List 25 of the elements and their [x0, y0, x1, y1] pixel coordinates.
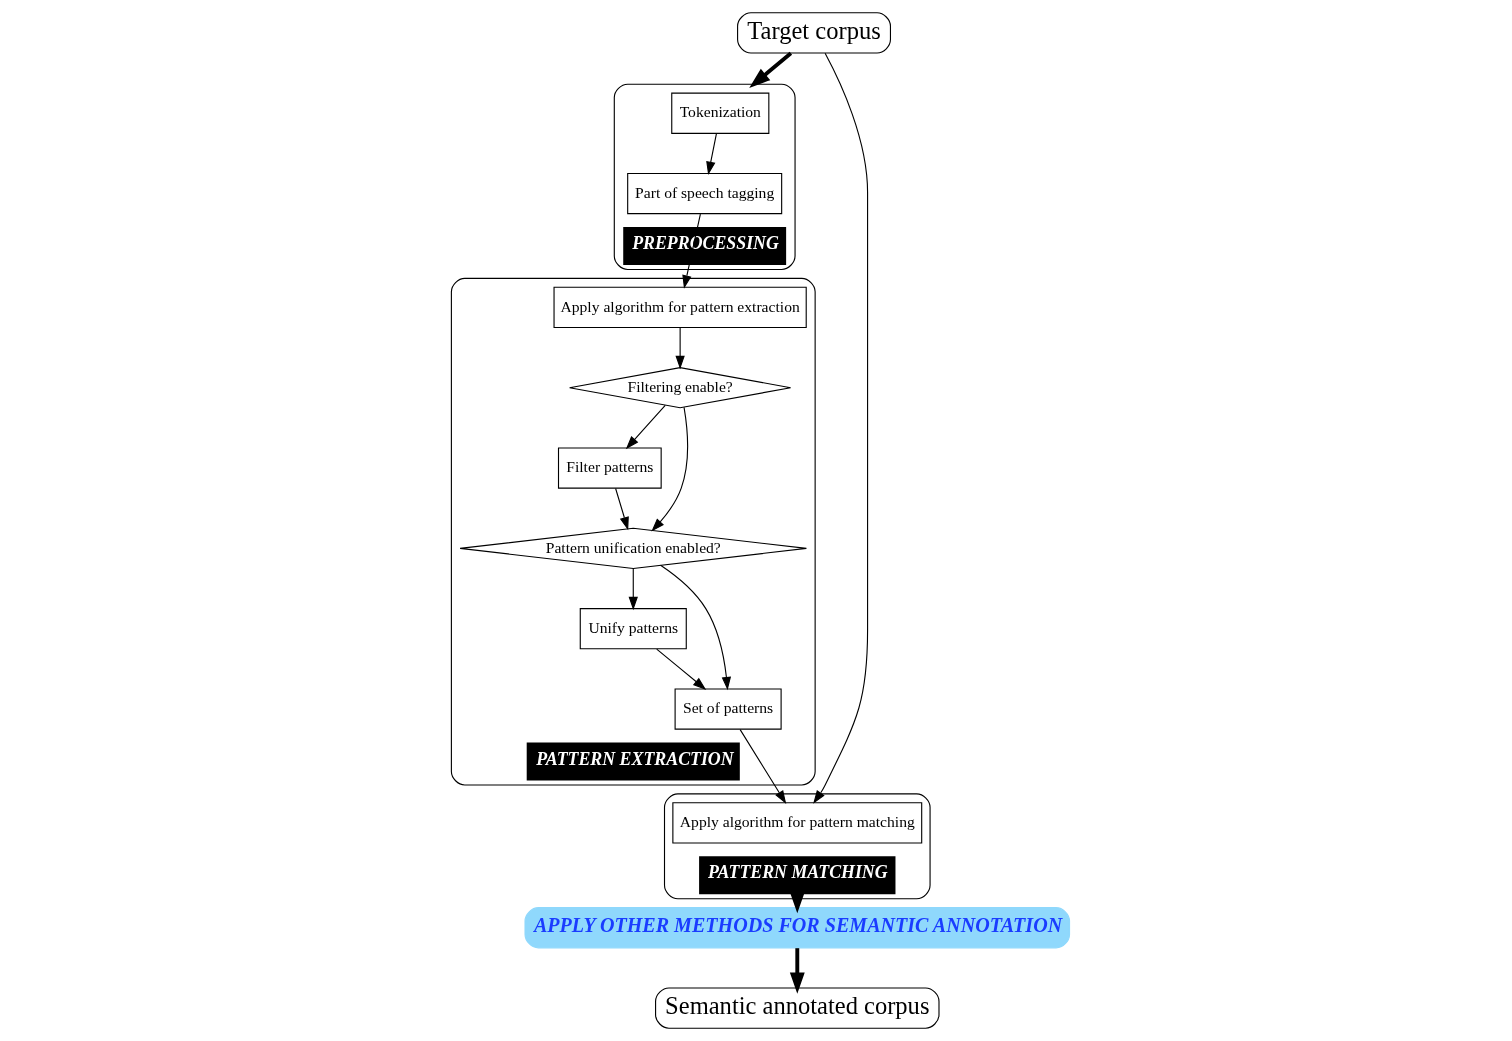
arrow [675, 327, 685, 370]
node-diamond: Pattern unification enabled? [459, 527, 807, 570]
node-box: Filter patterns [557, 447, 662, 489]
node-box: Set of patterns [674, 688, 782, 730]
arrow [625, 404, 666, 450]
node-box: Apply algorithm for pattern extraction [553, 286, 807, 329]
node-box: Tokenization [671, 92, 770, 134]
arrow [656, 648, 707, 690]
arrow [682, 213, 701, 289]
node-box: Apply algorithm for pattern matching [672, 802, 923, 844]
node-box: Semantic annotated corpus [655, 987, 940, 1029]
node-box: Unify patterns [579, 608, 687, 650]
arrow [651, 406, 689, 532]
arrow [628, 568, 638, 611]
node-box: APPLY OTHER METHODS FOR SEMANTIC ANNOTATION [524, 907, 1071, 949]
arrow [749, 51, 793, 88]
arrow [706, 133, 717, 176]
node-box: Part of speech tagging [627, 172, 783, 215]
node-box: Target corpus [737, 12, 891, 54]
arrow [789, 948, 805, 994]
arrow [660, 564, 732, 691]
node-diamond: Filtering enable? [569, 367, 792, 409]
arrow [789, 892, 805, 914]
arrow [813, 52, 869, 804]
arrow [615, 487, 629, 531]
